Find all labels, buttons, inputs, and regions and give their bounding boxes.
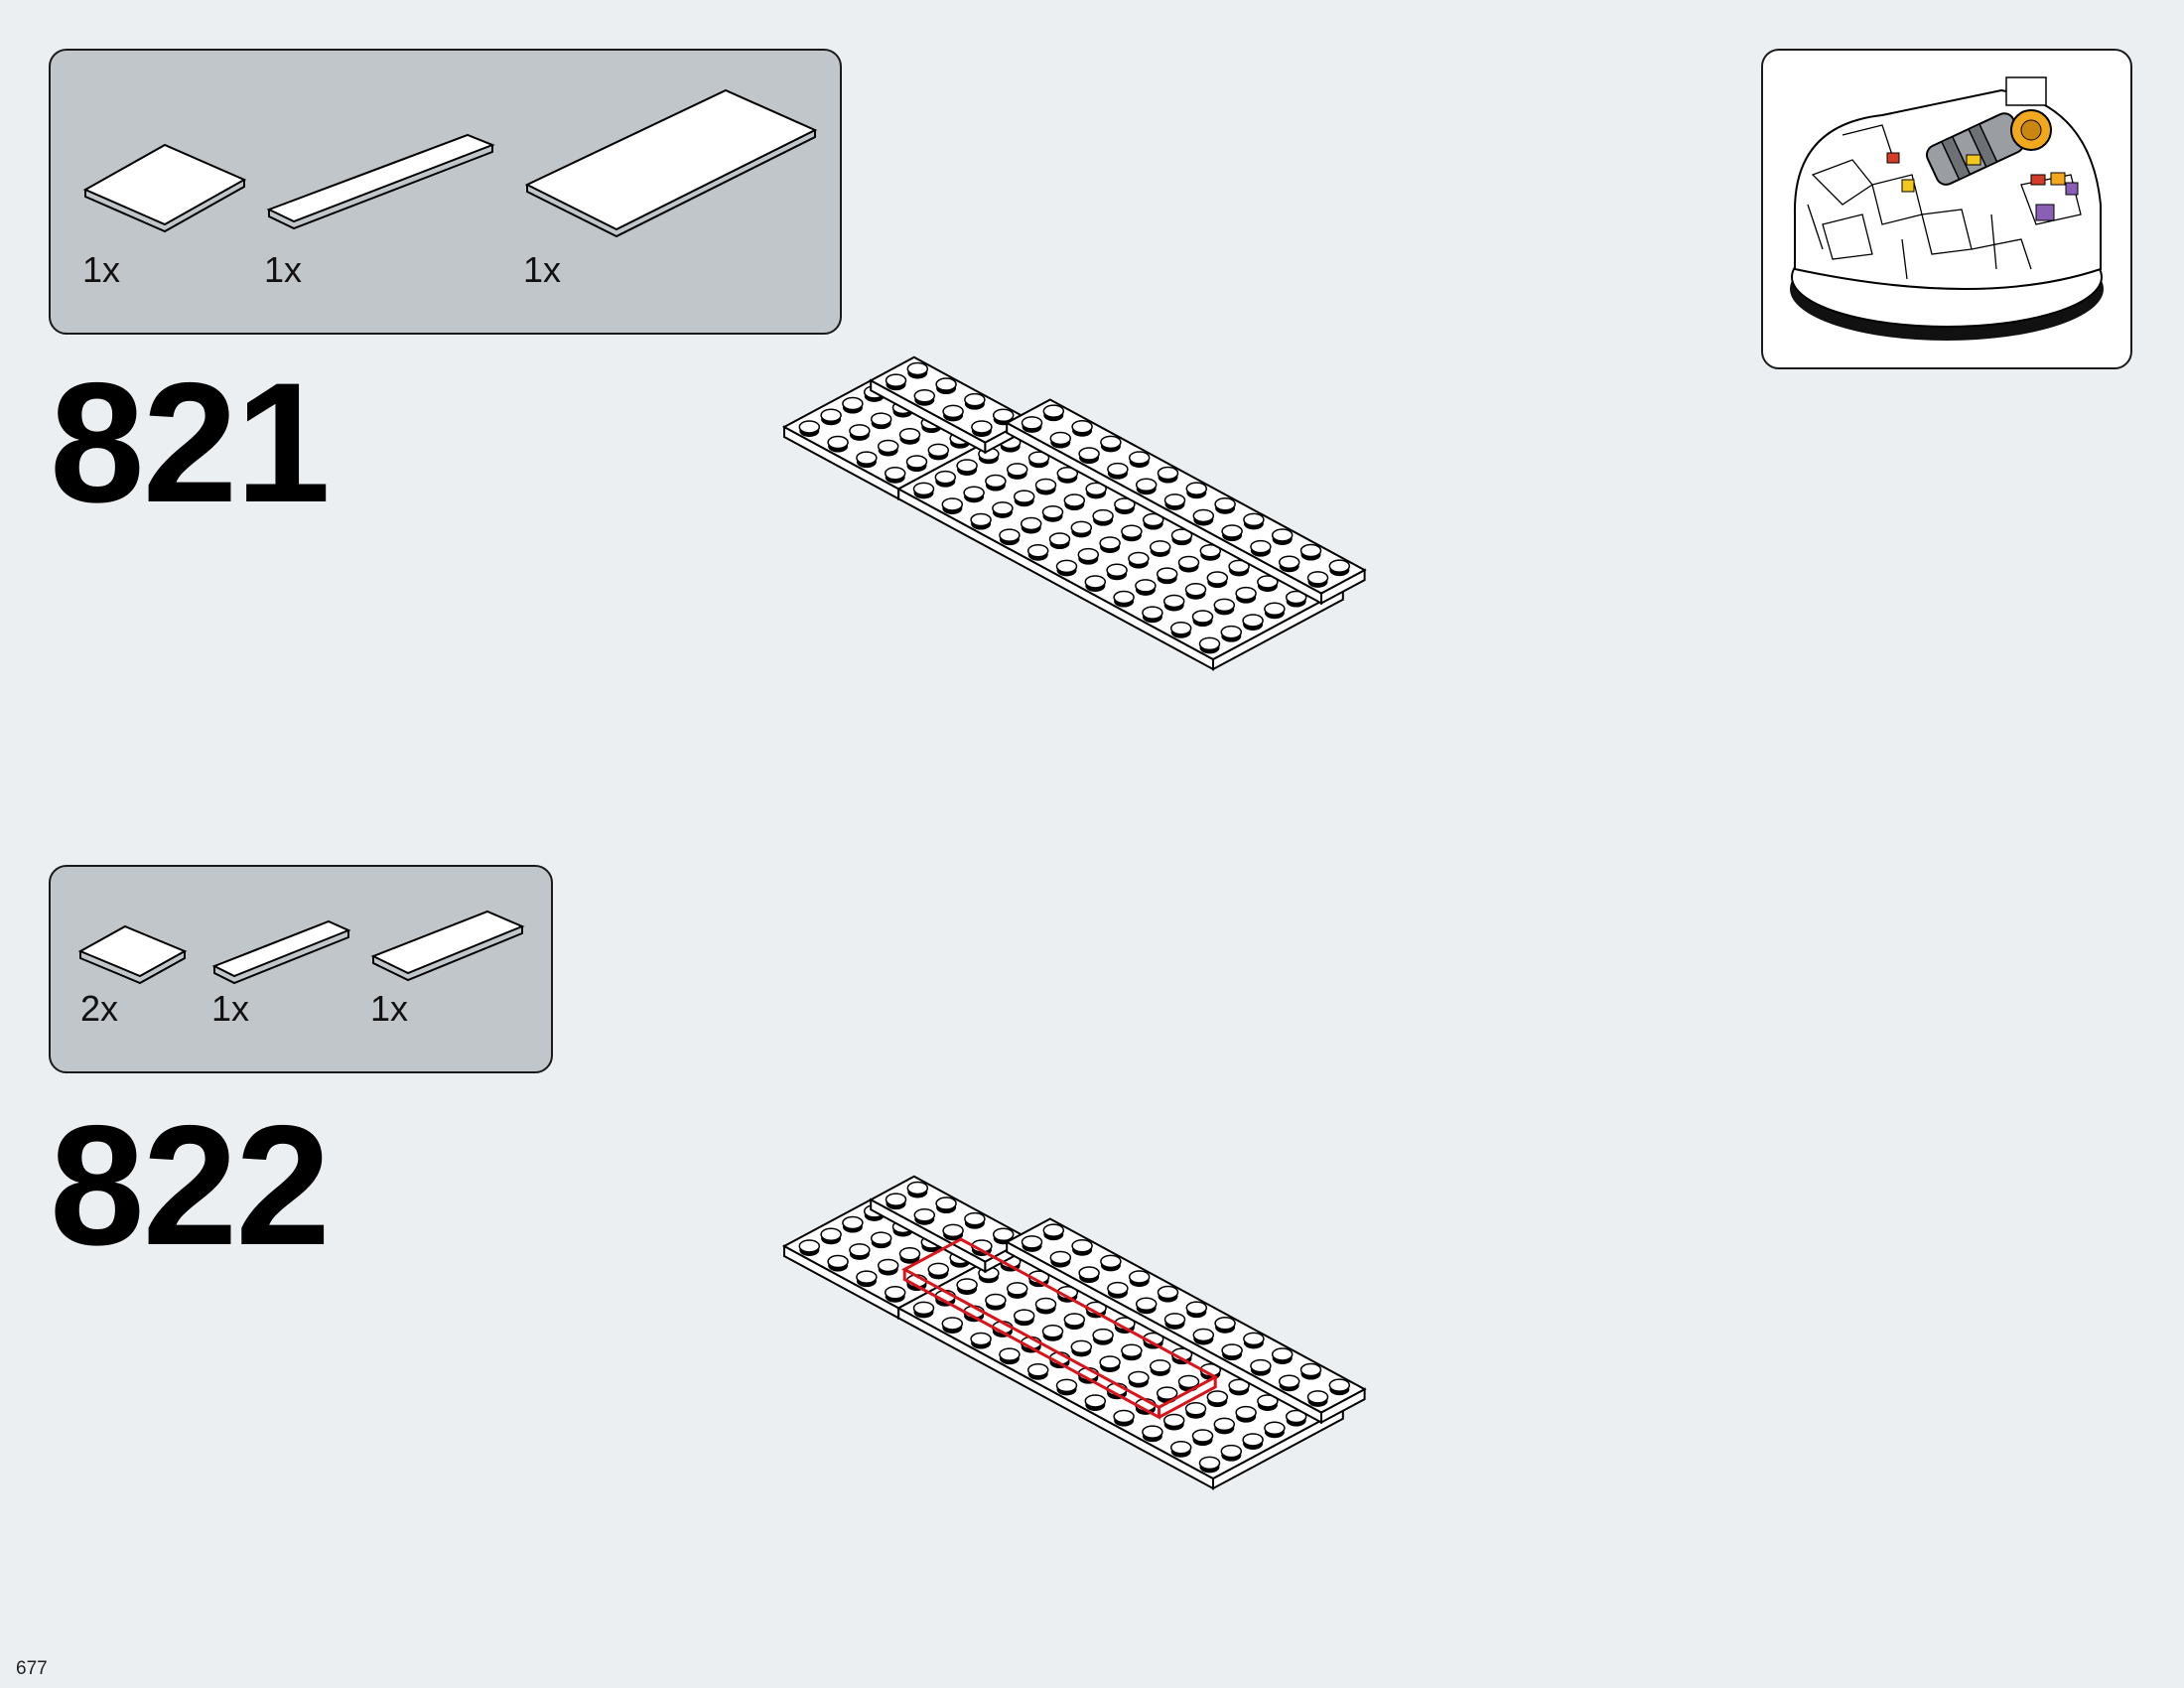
part-quantity: 1x	[264, 249, 303, 290]
plate-2x12	[1005, 398, 1367, 606]
highlight-outline	[901, 1237, 1219, 1420]
page-number: 677	[16, 1658, 48, 1679]
plate-1x6-icon	[211, 919, 351, 985]
plate-6x12	[896, 1237, 1345, 1490]
step-number-822: 822	[50, 1090, 331, 1281]
assembly-step-821	[781, 355, 1367, 671]
plate-4x6-icon	[82, 143, 247, 233]
plate-2x6-icon	[370, 910, 525, 982]
plate-6x12-icon	[524, 88, 818, 238]
model-preview-image	[1790, 76, 2104, 341]
part-quantity: 1x	[211, 988, 250, 1029]
plate-2x3-icon	[77, 924, 188, 985]
plate-2x12-icon	[266, 133, 495, 230]
parts-list-step-822: 2x 1x 1x	[49, 865, 553, 1073]
plate-4x2	[869, 355, 1031, 455]
step-number-821: 821	[50, 348, 331, 538]
assembly-step-822	[781, 1175, 1367, 1490]
part-quantity: 2x	[80, 988, 119, 1029]
part-quantity: 1x	[82, 249, 121, 290]
part-quantity: 1x	[370, 988, 409, 1029]
model-preview-callout	[1761, 49, 2132, 369]
plate-2x12	[1005, 1217, 1367, 1425]
part-quantity: 1x	[523, 249, 562, 290]
parts-list-step-821: 1x 1x 1x	[49, 49, 842, 335]
